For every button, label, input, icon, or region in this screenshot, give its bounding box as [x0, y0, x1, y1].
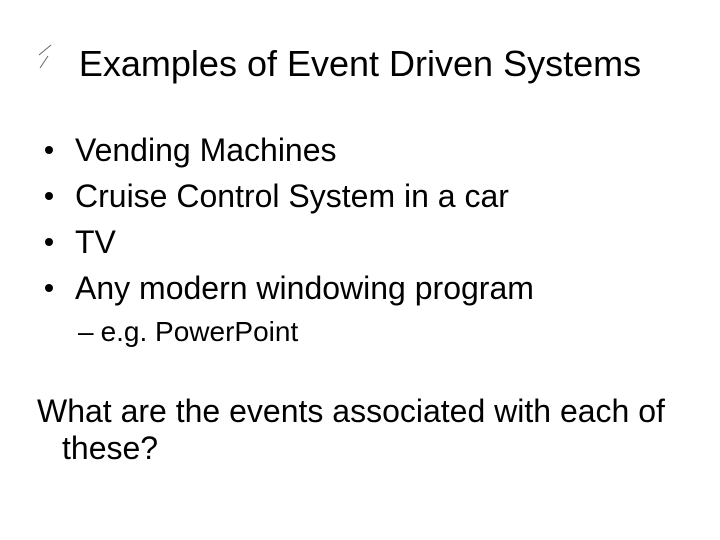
question-text: What are the events associated with each…	[37, 393, 665, 467]
dash-marker: –	[78, 316, 94, 347]
list-item: Cruise Control System in a car	[45, 173, 534, 219]
bullet-text: Any modern windowing program	[75, 270, 534, 306]
bullet-icon	[45, 284, 53, 292]
sub-bullet-text: e.g. PowerPoint	[100, 316, 299, 347]
scratch-artifact-icon	[38, 44, 52, 69]
list-item: Any modern windowing program	[45, 265, 534, 311]
bullet-list: Vending Machines Cruise Control System i…	[45, 127, 534, 311]
sub-bullet: –e.g. PowerPoint	[78, 312, 298, 352]
slide-title: Examples of Event Driven Systems	[78, 43, 642, 84]
bullet-icon	[45, 146, 53, 154]
bullet-icon	[45, 192, 53, 200]
question-line-2: these?	[62, 430, 159, 466]
bullet-text: TV	[75, 224, 116, 260]
bullet-text: Cruise Control System in a car	[75, 178, 509, 214]
list-item: Vending Machines	[45, 127, 534, 173]
list-item: TV	[45, 219, 534, 265]
question-line-1: What are the events associated with each…	[37, 393, 665, 429]
bullet-text: Vending Machines	[75, 132, 337, 168]
bullet-icon	[45, 238, 53, 246]
